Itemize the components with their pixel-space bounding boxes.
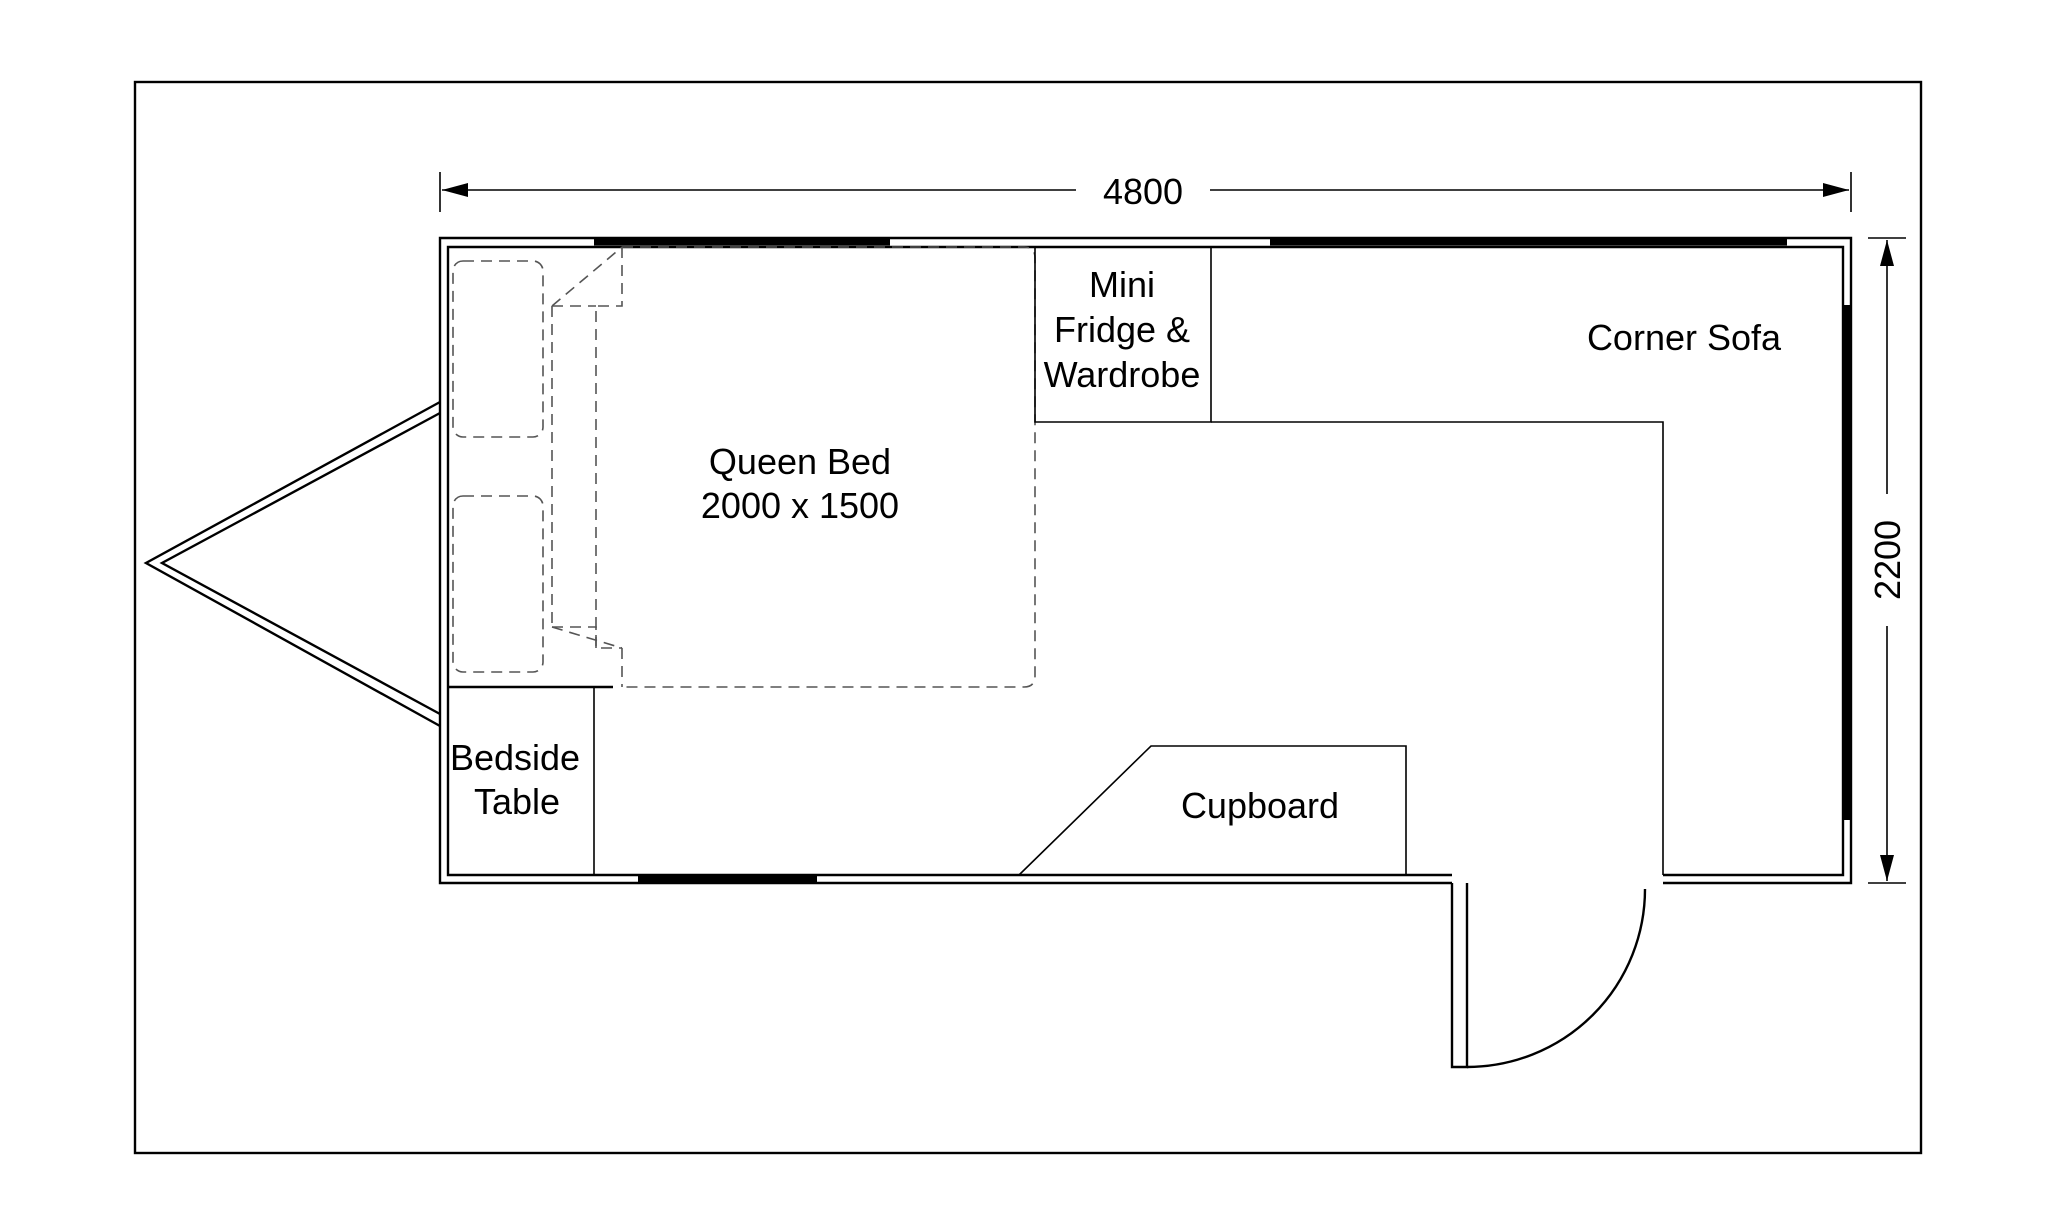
tow-hitch xyxy=(143,400,441,728)
corner-sofa xyxy=(1211,421,1664,875)
bed-label-line2: 2000 x 1500 xyxy=(701,485,899,526)
width-label: 2200 xyxy=(1867,520,1908,600)
length-label: 4800 xyxy=(1103,171,1183,212)
cupboard xyxy=(1018,745,1407,876)
pillow-bottom xyxy=(452,495,544,673)
fridge-label-line3: Wardrobe xyxy=(1044,354,1201,395)
windows xyxy=(594,238,1851,883)
width-dimension: 2200 xyxy=(1867,237,1908,884)
drawing-frame xyxy=(133,80,1923,1155)
fridge-label-line2: Fridge & xyxy=(1054,309,1190,350)
bed-label-line1: Queen Bed xyxy=(709,441,891,482)
mini-fridge-wardrobe xyxy=(1034,247,1212,423)
length-dimension: 4800 xyxy=(439,171,1852,212)
bedside-label-line2: Table xyxy=(474,781,560,822)
bedside-label-line1: Bedside xyxy=(450,737,580,778)
queen-bed xyxy=(448,246,1036,689)
caravan-walls xyxy=(438,236,1853,885)
sofa-label: Corner Sofa xyxy=(1587,317,1782,358)
entry-door xyxy=(1450,883,1647,1069)
pillow-top xyxy=(452,260,544,438)
cupboard-label: Cupboard xyxy=(1181,785,1339,826)
fridge-label-line1: Mini xyxy=(1089,264,1155,305)
